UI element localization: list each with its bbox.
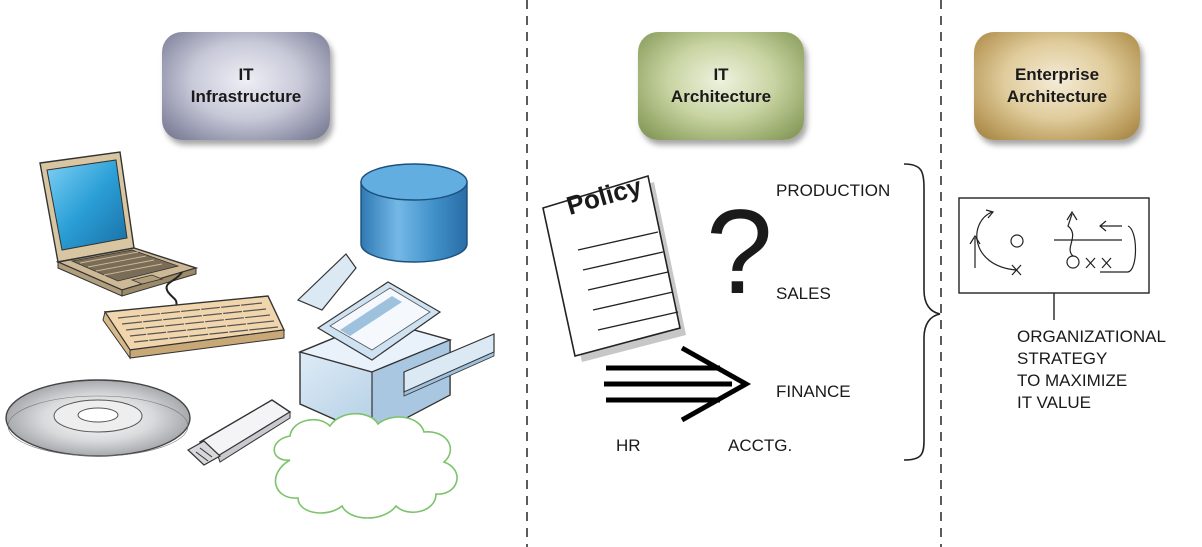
- infra-title-line-2: Infrastructure: [190, 87, 302, 106]
- keyboard-icon: [102, 271, 286, 360]
- it-architecture-badge: IT Architecture: [638, 32, 804, 140]
- question-mark: ?: [706, 185, 773, 319]
- usb-drive-icon: [186, 399, 292, 466]
- triple-arrow-icon: [604, 345, 752, 423]
- dept-finance: FINANCE: [776, 382, 851, 401]
- cd-icon: [5, 379, 191, 457]
- strategy-line-2: STRATEGY: [1017, 349, 1108, 368]
- strategy-line-1: ORGANIZATIONAL: [1017, 327, 1166, 346]
- dept-hr: HR: [616, 436, 641, 455]
- strategy-line-4: IT VALUE: [1017, 393, 1092, 412]
- it-infrastructure-badge: IT Infrastructure: [162, 32, 330, 140]
- arch-title-line-2: Architecture: [670, 87, 772, 106]
- cloud-icon: [273, 413, 458, 519]
- arch-title-line-1: IT: [713, 65, 729, 84]
- dept-sales: SALES: [776, 284, 831, 303]
- ent-title-line-2: Architecture: [1006, 87, 1108, 106]
- curly-brace-icon: [903, 163, 941, 461]
- laptop-icon: [39, 151, 199, 297]
- enterprise-architecture-badge: Enterprise Architecture: [974, 32, 1140, 140]
- strategy-caption: ORGANIZATIONAL STRATEGY TO MAXIMIZE IT V…: [1017, 326, 1166, 414]
- policy-document-icon: [542, 174, 686, 362]
- ent-title-line-1: Enterprise: [1014, 65, 1100, 84]
- fax-printer-icon: [296, 253, 495, 512]
- infra-title-line-1: IT: [238, 65, 254, 84]
- dept-production: PRODUCTION: [776, 181, 891, 200]
- strategy-playbook-icon: [958, 197, 1150, 320]
- database-icon: [360, 163, 468, 263]
- dept-acctg: ACCTG.: [728, 436, 793, 455]
- strategy-line-3: TO MAXIMIZE: [1017, 371, 1128, 390]
